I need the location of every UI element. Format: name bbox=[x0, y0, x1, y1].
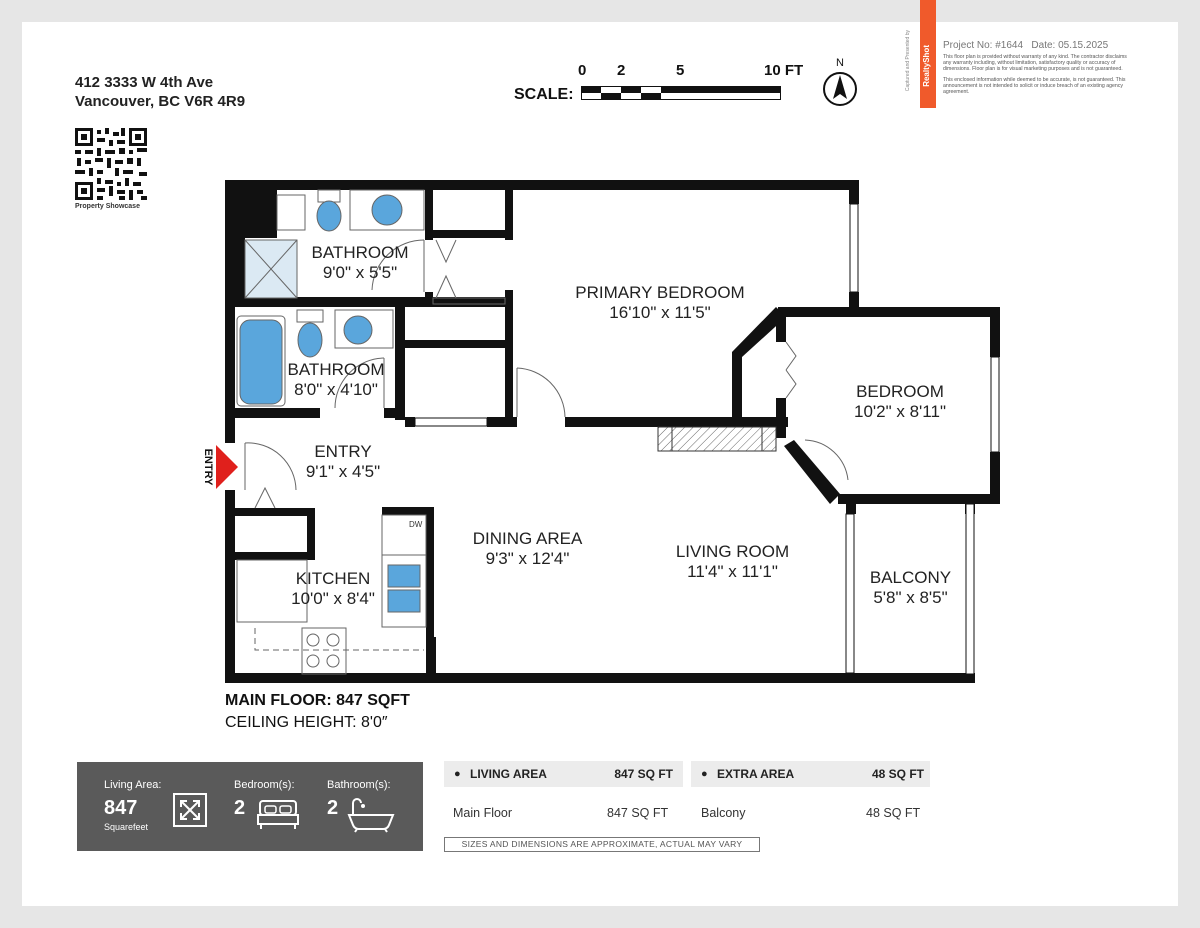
room-living-dim: 11'4" x 11'1" bbox=[687, 562, 778, 581]
room-dining-area: DINING AREA 9'3" x 12'4" bbox=[455, 529, 600, 569]
room-balcony-name: BALCONY bbox=[869, 568, 952, 587]
room-balcony-dim: 5'8" x 8'5" bbox=[873, 588, 948, 607]
room-dining-dim: 9'3" x 12'4" bbox=[485, 549, 570, 568]
scale-tick-2: 2 bbox=[617, 62, 626, 79]
scale-tick-10: 10 FT bbox=[764, 62, 804, 79]
room-bathroom-2: BATHROOM 8'0" x 4'10" bbox=[276, 360, 396, 400]
living-area-header: ● LIVING AREA 847 SQ FT bbox=[444, 761, 683, 787]
room-balcony: BALCONY 5'8" x 8'5" bbox=[858, 568, 963, 608]
room-bedroom-name: BEDROOM bbox=[856, 382, 944, 401]
room-living-room: LIVING ROOM 11'4" x 11'1" bbox=[660, 542, 805, 582]
windows bbox=[414, 203, 1000, 675]
living-area-header-label: LIVING AREA bbox=[470, 767, 547, 781]
project-date: Date: 05.15.2025 bbox=[1031, 40, 1109, 51]
living-area-value: 847 bbox=[104, 797, 138, 819]
bathtub-icon bbox=[347, 798, 395, 833]
bathroom1-fixtures bbox=[244, 189, 425, 299]
bedrooms-value: 2 bbox=[234, 797, 246, 819]
approximate-sizes-note: SIZES AND DIMENSIONS ARE APPROXIMATE, AC… bbox=[444, 837, 760, 852]
qr-label: Property Showcase bbox=[75, 203, 140, 210]
bathrooms-value: 2 bbox=[327, 797, 339, 819]
qr-code[interactable] bbox=[75, 128, 147, 200]
address-line2: Vancouver, BC V6R 4R9 bbox=[75, 93, 246, 110]
north-compass-icon: N bbox=[823, 57, 857, 106]
ceiling-height: CEILING HEIGHT: 8'0″ bbox=[225, 714, 388, 731]
main-floor-row-label: Main Floor bbox=[453, 806, 513, 820]
entry-marker-label: ENTRY bbox=[202, 449, 214, 487]
bed-icon bbox=[257, 800, 299, 829]
bathroom2-fixtures bbox=[236, 309, 394, 409]
room-bedroom: BEDROOM 10'2" x 8'11" bbox=[830, 382, 970, 422]
summary-stats-box: Living Area: 847 Squarefeet Bedroom(s): … bbox=[77, 762, 423, 851]
scale-tick-5: 5 bbox=[676, 62, 685, 79]
fireplace bbox=[657, 426, 777, 452]
room-primary-bedroom-name: PRIMARY BEDROOM bbox=[575, 283, 745, 302]
extra-area-header-label: EXTRA AREA bbox=[717, 767, 795, 781]
bedrooms-label: Bedroom(s): bbox=[234, 779, 295, 791]
room-bedroom-dim: 10'2" x 8'11" bbox=[854, 402, 946, 421]
project-number: Project No: #1644 bbox=[943, 40, 1024, 51]
disclaimer-2: This enclosed information while deemed t… bbox=[943, 76, 1126, 96]
balcony-row-label: Balcony bbox=[701, 806, 746, 820]
extra-area-header: ● EXTRA AREA 48 SQ FT bbox=[691, 761, 930, 787]
walls bbox=[225, 180, 1000, 683]
living-area-unit: Squarefeet bbox=[104, 822, 149, 832]
bathrooms-label: Bathroom(s): bbox=[327, 779, 391, 791]
room-entry: ENTRY 9'1" x 4'5" bbox=[283, 442, 403, 482]
room-bathroom-1: BATHROOM 9'0" x 5'5" bbox=[300, 243, 420, 283]
scale-tick-0: 0 bbox=[578, 62, 587, 79]
expand-area-icon bbox=[173, 793, 207, 827]
room-dining-name: DINING AREA bbox=[472, 529, 583, 548]
disclaimer: This floor plan is provided without warr… bbox=[943, 54, 1133, 95]
kitchen-fixtures bbox=[236, 514, 427, 675]
entry-arrow-icon bbox=[216, 445, 238, 489]
room-bathroom-1-dim: 9'0" x 5'5" bbox=[322, 263, 398, 282]
room-entry-name: ENTRY bbox=[314, 442, 372, 461]
room-kitchen-dim: 10'0" x 8'4" bbox=[291, 589, 375, 608]
balcony-row-value: 48 SQ FT bbox=[866, 806, 921, 820]
room-bathroom-1-name: BATHROOM bbox=[311, 243, 409, 262]
room-kitchen-name: KITCHEN bbox=[295, 569, 371, 588]
address-line1: 412 3333 W 4th Ave bbox=[75, 74, 214, 91]
floor-plan-sheet bbox=[22, 22, 1178, 906]
living-area-label: Living Area: bbox=[104, 779, 162, 791]
room-bathroom-2-dim: 8'0" x 4'10" bbox=[294, 380, 378, 399]
main-floor-row-value: 847 SQ FT bbox=[607, 806, 669, 820]
north-label: N bbox=[836, 57, 844, 69]
room-primary-bedroom-dim: 16'10" x 11'5" bbox=[609, 303, 711, 322]
project-info: Project No: #1644 Date: 05.15.2025 bbox=[943, 40, 1108, 51]
room-living-name: LIVING ROOM bbox=[675, 542, 790, 561]
living-area-header-value: 847 SQ FT bbox=[614, 767, 673, 781]
room-kitchen: KITCHEN 10'0" x 8'4" bbox=[273, 569, 393, 609]
scale-bar bbox=[581, 86, 781, 100]
property-address: 412 3333 W 4th Ave Vancouver, BC V6R 4R9 bbox=[75, 73, 245, 111]
scale-label: SCALE: bbox=[514, 86, 574, 103]
extra-area-header-value: 48 SQ FT bbox=[871, 767, 924, 781]
room-entry-dim: 9'1" x 4'5" bbox=[305, 462, 381, 481]
main-floor-area: MAIN FLOOR: 847 SQFT bbox=[225, 692, 410, 709]
disclaimer-1: This floor plan is provided without warr… bbox=[943, 54, 1127, 73]
room-primary-bedroom: PRIMARY BEDROOM 16'10" x 11'5" bbox=[545, 283, 775, 323]
room-bathroom-2-name: BATHROOM bbox=[287, 360, 385, 379]
dishwasher-label: DW bbox=[409, 520, 423, 529]
realtyshot-logo bbox=[920, 0, 936, 108]
